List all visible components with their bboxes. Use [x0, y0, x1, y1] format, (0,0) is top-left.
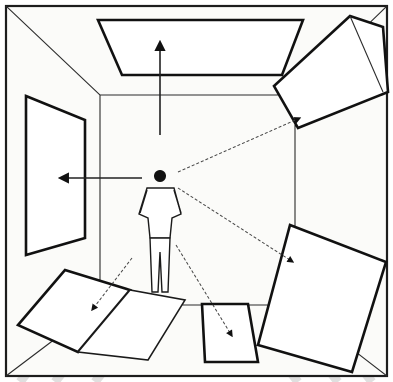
- left-wall-screen: [26, 96, 85, 255]
- figure-head: [154, 170, 166, 182]
- floor-center-screen: [202, 304, 258, 362]
- ceiling-screen: [98, 20, 303, 75]
